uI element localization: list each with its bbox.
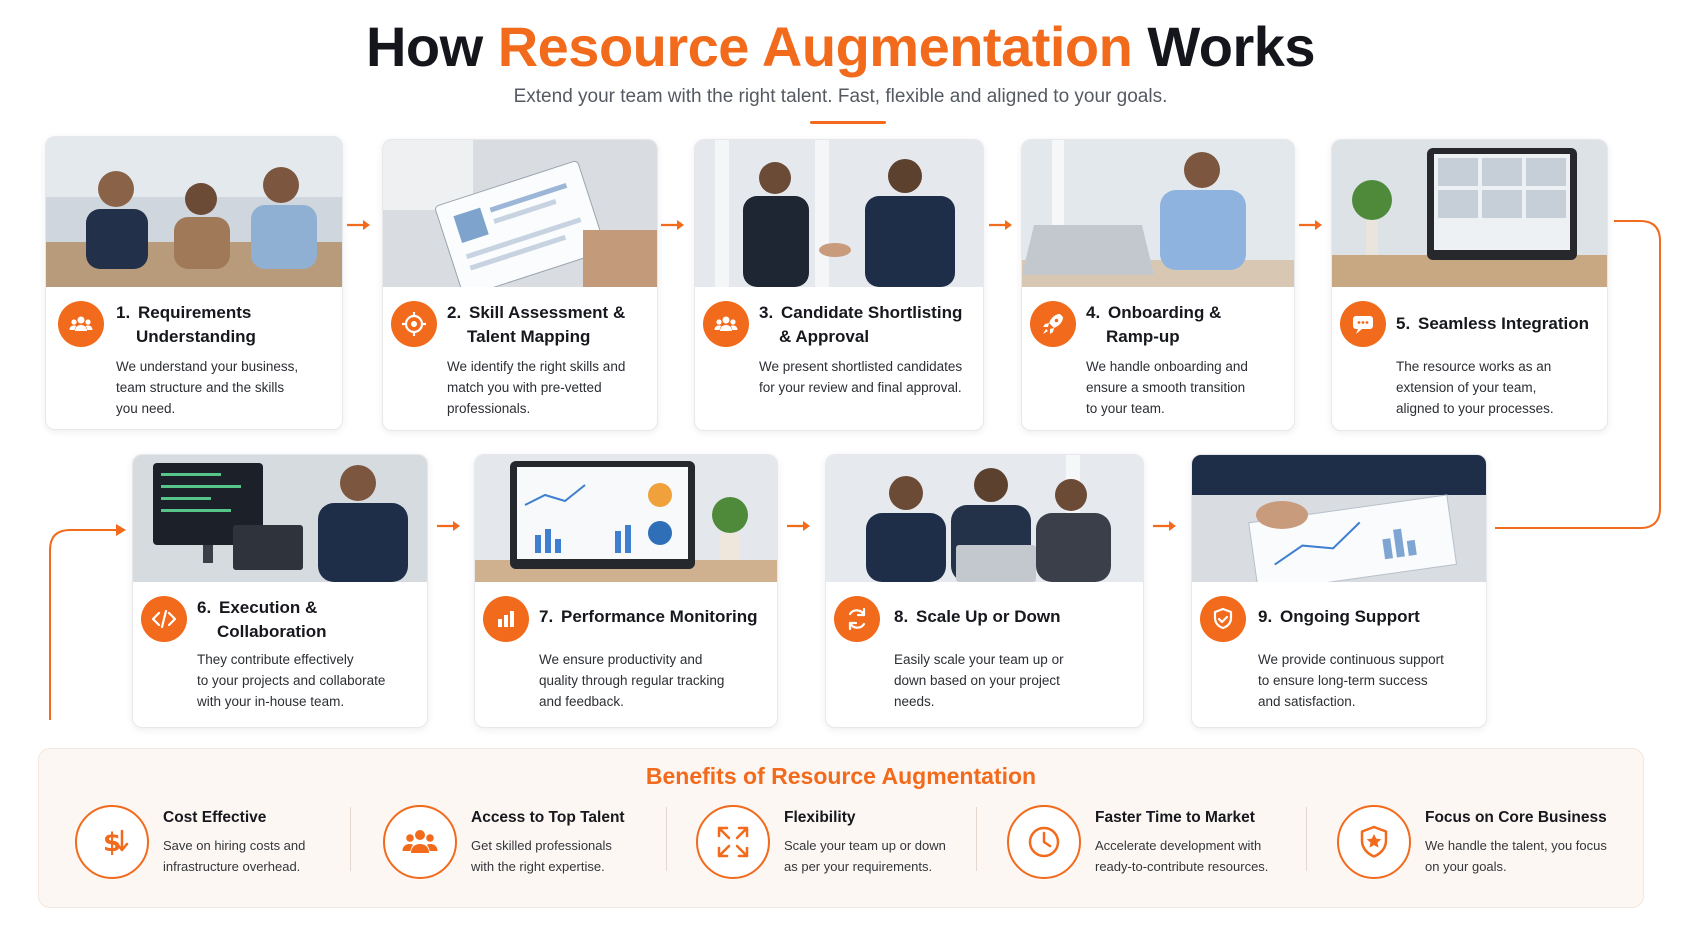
benefit-top-talent: Access to Top Talent Get skilled profess… — [383, 797, 663, 887]
step-card-9: 9.Ongoing Support We provide continuous … — [1191, 454, 1487, 728]
benefit-cost-effective: $ Cost Effective Save on hiring costs an… — [75, 797, 345, 887]
step-photo-6 — [133, 455, 427, 582]
shield-icon — [1200, 596, 1246, 642]
title-highlight: Resource Augmentation — [497, 15, 1133, 78]
step-title-6: 6.Execution & Collaboration — [197, 598, 327, 641]
page-subtitle: Extend your team with the right talent. … — [513, 86, 1168, 107]
step-card-7: 7.Performance Monitoring We ensure produ… — [474, 454, 778, 728]
flow-arrow-7-8 — [787, 521, 810, 531]
flow-connector-right — [1495, 220, 1661, 529]
benefit-divider — [976, 807, 977, 871]
step-photo-5 — [1332, 140, 1607, 287]
flow-arrow-3-4 — [989, 220, 1012, 230]
page-title: How Resource Augmentation Works — [0, 14, 1681, 79]
flow-arrow-2-3 — [661, 220, 684, 230]
title-underline — [810, 121, 886, 124]
flow-arrow-8-9 — [1153, 521, 1176, 531]
clock-icon — [1007, 805, 1081, 879]
benefit-name: Flexibility — [784, 809, 856, 826]
step-photo-4 — [1022, 140, 1294, 287]
step-card-8: 8.Scale Up or Down Easily scale your tea… — [825, 454, 1144, 728]
target-icon — [391, 301, 437, 347]
benefit-name: Cost Effective — [163, 809, 267, 826]
step-title-8: 8.Scale Up or Down — [894, 607, 1061, 626]
step-card-5: 5.Seamless Integration The resource work… — [1331, 139, 1608, 431]
benefit-name: Focus on Core Business — [1425, 809, 1607, 826]
flow-arrow-4-5 — [1299, 220, 1322, 230]
step-title-1: 1.Requirements Understanding — [116, 303, 256, 346]
team-icon — [703, 301, 749, 347]
benefit-divider — [350, 807, 351, 871]
step-photo-7 — [475, 455, 777, 582]
benefit-name: Faster Time to Market — [1095, 809, 1255, 826]
step-photo-8 — [826, 455, 1143, 582]
team-icon — [58, 301, 104, 347]
expand-icon — [696, 805, 770, 879]
flow-connector-left — [49, 524, 126, 720]
flow-arrow-1-2 — [347, 220, 370, 230]
chat-icon — [1340, 301, 1386, 347]
benefits-panel: Benefits of Resource Augmentation $ Cost… — [38, 748, 1644, 908]
rocket-icon — [1030, 301, 1076, 347]
step-title-2: 2.Skill Assessment & Talent Mapping — [447, 303, 626, 346]
step-card-3: 3.Candidate Shortlisting & Approval We p… — [694, 139, 984, 431]
step-desc-1: We understand your business,team structu… — [116, 359, 299, 416]
flow-arrow-6-7 — [437, 521, 460, 531]
code-icon — [141, 596, 187, 642]
benefits-title: Benefits of Resource Augmentation — [645, 763, 1037, 789]
step-card-1: 1.Requirements Understanding We understa… — [45, 136, 343, 430]
refresh-icon — [834, 596, 880, 642]
step-title-7: 7.Performance Monitoring — [539, 607, 758, 626]
step-photo-9 — [1192, 455, 1486, 582]
step-photo-1 — [46, 137, 342, 287]
step-title-9: 9.Ongoing Support — [1258, 607, 1420, 626]
benefit-divider — [1306, 807, 1307, 871]
benefit-divider — [666, 807, 667, 871]
step-title-5: 5.Seamless Integration — [1396, 314, 1590, 333]
title-part-1: How — [365, 15, 483, 78]
step-card-2: 2.Skill Assessment & Talent Mapping We i… — [382, 139, 658, 431]
svg-text:$: $ — [103, 828, 121, 858]
benefit-name: Access to Top Talent — [471, 809, 625, 826]
step-card-4: 4.Onboarding & Ramp-up We handle onboard… — [1021, 139, 1295, 431]
step-card-6: 6.Execution & Collaboration They contrib… — [132, 454, 428, 728]
step-title-3: 3.Candidate Shortlisting & Approval — [759, 303, 963, 346]
people-icon — [383, 805, 457, 879]
title-part-2: Works — [1147, 15, 1316, 78]
step-photo-2 — [383, 140, 657, 287]
dollar-icon: $ — [75, 805, 149, 879]
benefit-faster-time: Faster Time to Market Accelerate develop… — [1007, 797, 1297, 887]
benefit-core-business: Focus on Core Business We handle the tal… — [1337, 797, 1637, 887]
step-title-4: 4.Onboarding & Ramp-up — [1086, 303, 1222, 346]
star-shield-icon — [1337, 805, 1411, 879]
step-photo-3 — [695, 140, 983, 287]
bar-chart-icon — [483, 596, 529, 642]
